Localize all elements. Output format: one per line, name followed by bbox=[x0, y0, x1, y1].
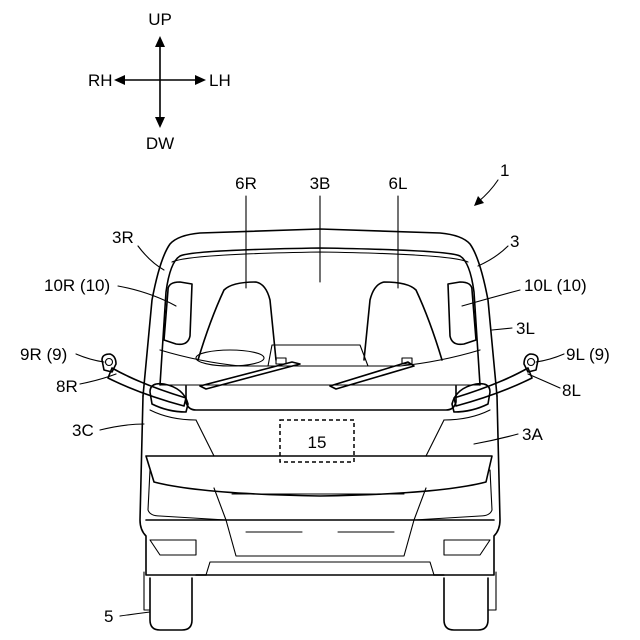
seat-right bbox=[198, 282, 276, 360]
label-window-right: 10R (10) bbox=[44, 276, 110, 295]
label-mirror-right: 9R (9) bbox=[20, 345, 67, 364]
label-rh: RH bbox=[88, 71, 113, 90]
vehicle-body bbox=[102, 229, 538, 630]
tire-right bbox=[150, 578, 192, 630]
wiper-pivot-right bbox=[276, 358, 286, 364]
fog-area-right bbox=[148, 470, 226, 520]
label-tire: 5 bbox=[104, 607, 113, 626]
label-pillar-left: 6L bbox=[389, 174, 408, 193]
side-window-left bbox=[448, 282, 476, 344]
label-cabin-right: 3R bbox=[112, 228, 134, 247]
fog-lamp-left bbox=[444, 540, 490, 555]
label-body-corner: 3C bbox=[72, 421, 94, 440]
label-window-left: 10L (10) bbox=[524, 276, 587, 295]
leader-8l bbox=[528, 374, 560, 388]
arrow-left-icon bbox=[114, 75, 125, 85]
cowl-panel bbox=[186, 386, 456, 410]
label-dw: DW bbox=[146, 134, 174, 153]
label-stay-left: 8L bbox=[562, 381, 581, 400]
body-outline bbox=[140, 396, 500, 575]
leader-9l bbox=[536, 354, 564, 362]
mirror-right-lens bbox=[106, 359, 113, 366]
mudflap-right bbox=[144, 572, 150, 610]
steering-wheel bbox=[196, 350, 264, 366]
vehicle-leader-line bbox=[478, 180, 498, 202]
center-console bbox=[268, 345, 368, 366]
leader-3a bbox=[474, 434, 518, 444]
tire-left bbox=[444, 578, 488, 630]
lower-skirt bbox=[206, 562, 434, 575]
label-mirror-left: 9L (9) bbox=[566, 345, 610, 364]
arrow-right-icon bbox=[195, 75, 206, 85]
label-cabin: 3 bbox=[510, 232, 519, 251]
label-stay-right: 8R bbox=[56, 377, 78, 396]
mudflap-left bbox=[488, 572, 496, 610]
fog-area-left bbox=[414, 470, 492, 520]
leader-5 bbox=[120, 612, 150, 616]
arrow-down-icon bbox=[155, 117, 165, 128]
fog-lamp-right bbox=[150, 540, 196, 555]
label-body-front: 3A bbox=[522, 425, 543, 444]
label-plate: 15 bbox=[308, 433, 327, 452]
label-lh: LH bbox=[209, 71, 231, 90]
mirror-left-lens bbox=[528, 359, 535, 366]
grille-line-left bbox=[426, 420, 444, 456]
leader-lines bbox=[76, 196, 564, 616]
lower-intake bbox=[226, 520, 414, 556]
reference-labels: 6R 3B 6L 3R 3 10R (10) 10L (10) 3L 9R (9… bbox=[20, 174, 610, 626]
direction-indicator: UP DW RH LH bbox=[88, 10, 231, 153]
label-pillar-right: 6R bbox=[235, 174, 257, 193]
leader-9r bbox=[76, 354, 104, 362]
label-up: UP bbox=[148, 10, 172, 29]
label-cabin-left: 3L bbox=[516, 319, 535, 338]
label-vehicle: 1 bbox=[500, 161, 509, 180]
leader-3c bbox=[100, 424, 144, 430]
vehicle-reference: 1 bbox=[474, 161, 509, 206]
leader-3 bbox=[478, 246, 508, 266]
arrow-up-icon bbox=[155, 36, 165, 47]
leader-10l bbox=[462, 290, 520, 306]
side-window-right bbox=[164, 282, 192, 344]
grille-line-right bbox=[196, 420, 214, 456]
seat-left bbox=[364, 282, 442, 360]
mirror-left bbox=[524, 354, 538, 372]
label-windshield: 3B bbox=[310, 174, 331, 193]
mirror-right bbox=[102, 354, 116, 372]
leader-3l bbox=[492, 328, 512, 330]
